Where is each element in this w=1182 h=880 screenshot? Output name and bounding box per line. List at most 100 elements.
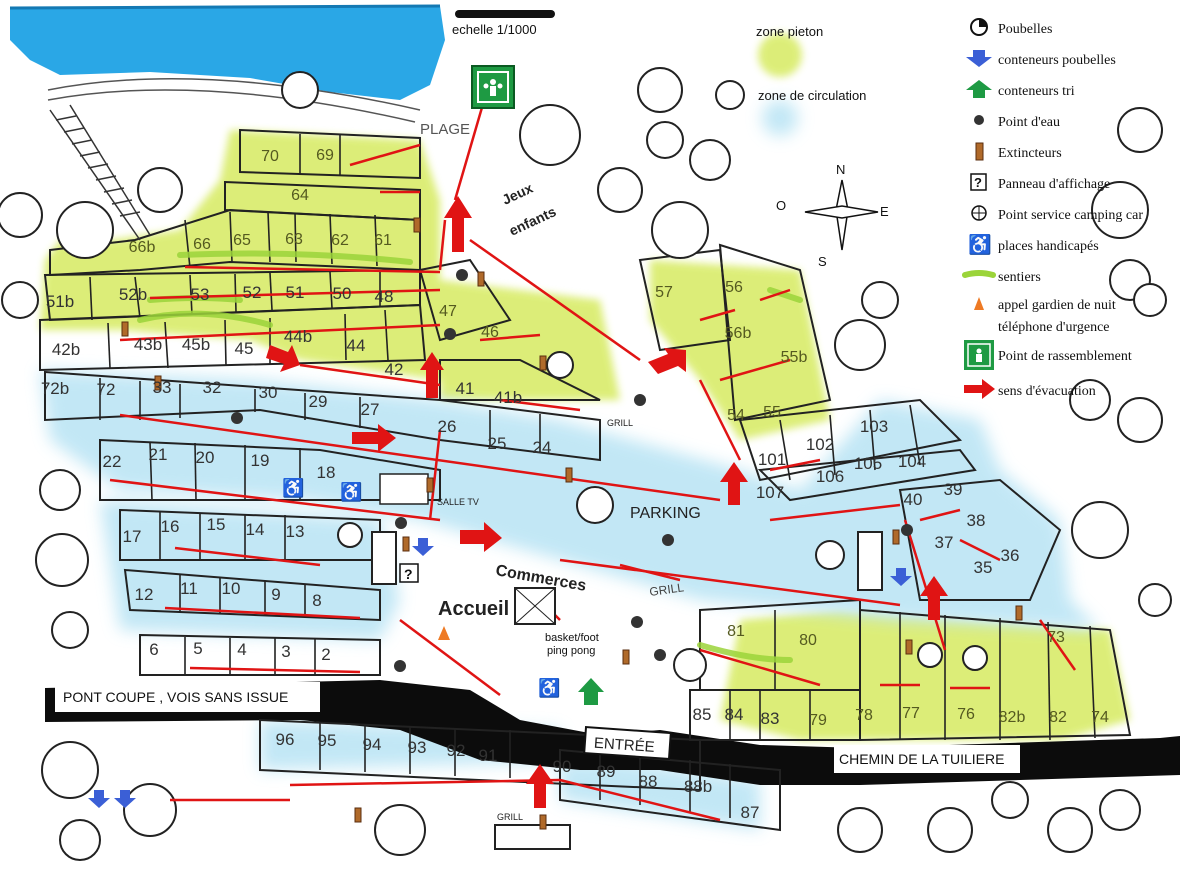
pitch-label-70: 70: [261, 148, 279, 165]
road-sign-bg: [834, 745, 1020, 773]
pitch-label-37: 37: [935, 533, 954, 552]
night-guard-icon-map: [438, 626, 450, 640]
compass: N S E O: [776, 162, 889, 269]
pitch-label-55: 55: [763, 404, 781, 421]
pitch-label-39: 39: [944, 480, 963, 499]
bridge-sign: PONT COUPE , VOIS SANS ISSUE: [63, 689, 288, 705]
evacuation-arrow-icon: [960, 378, 998, 405]
extinguishers: [121, 217, 1023, 830]
pitch-label-81: 81: [727, 623, 745, 640]
pitch-label-29: 29: [309, 392, 328, 411]
legend-label: places handicapés: [998, 238, 1099, 254]
pitch-label-52b: 52b: [119, 285, 147, 304]
legend-label: Point de rassemblement: [998, 349, 1132, 364]
pitch-label-36: 36: [1001, 546, 1020, 565]
pitch-label-12: 12: [135, 585, 154, 604]
legend-label: conteneurs tri: [998, 83, 1075, 99]
legend-item-path: sentiers: [960, 262, 1175, 293]
pitch-label-5: 5: [193, 639, 202, 658]
grill-label-2: GRILL: [648, 580, 685, 599]
grill-label-1: GRILL: [607, 418, 633, 428]
assembly-point-icon: [960, 339, 998, 376]
compass-e: E: [880, 204, 889, 219]
pitch-label-80: 80: [799, 632, 817, 649]
pitch-label-82b: 82b: [999, 709, 1026, 726]
legend-item-wheelchair: ♿ places handicapés: [960, 231, 1175, 262]
pitch-label-84: 84: [725, 705, 744, 724]
legend-label: téléphone d'urgence: [998, 320, 1110, 335]
scale-bar: [455, 10, 555, 18]
svg-text:♿: ♿: [968, 233, 992, 255]
svg-text:?: ?: [974, 175, 982, 190]
pitch-label-54: 54: [727, 407, 745, 424]
wheelchair-icon: ♿: [960, 233, 998, 260]
pitch-label-104: 104: [898, 452, 926, 471]
legend-item-water-point: Point d'eau: [960, 107, 1175, 138]
plot-outlines: [39, 128, 1132, 832]
pitch-label-56b: 56b: [725, 325, 752, 342]
legend-item-evacuation-arrow: sens d'évacuation: [960, 376, 1175, 407]
compass-w: O: [776, 198, 786, 213]
pitch-label-74: 74: [1091, 709, 1109, 726]
pitch-label-53: 53: [191, 285, 210, 304]
noticeboard-icon-map: ?: [399, 563, 419, 583]
pitch-label-65: 65: [233, 232, 251, 249]
pitch-label-46: 46: [481, 324, 499, 341]
legend-label: conteneurs poubelles: [998, 52, 1116, 68]
tv-room-label: SALLE TV: [437, 497, 479, 507]
extinguisher-icon: [960, 140, 998, 167]
pitch-label-13: 13: [286, 522, 305, 541]
pitch-label-94: 94: [363, 735, 382, 754]
building-left: [371, 531, 397, 585]
pitch-label-44b: 44b: [284, 327, 312, 346]
pitch-label-79: 79: [809, 712, 827, 729]
legend-item-night-guard: appel gardien de nuit: [960, 293, 1175, 318]
pitch-label-35: 35: [974, 558, 993, 577]
pitch-label-21: 21: [149, 445, 168, 464]
zone-traffic-label: zone de circulation: [758, 88, 866, 103]
bridge-sign-bg: [55, 682, 320, 712]
pitch-label-102: 102: [806, 435, 834, 454]
legend-label: Poubelles: [998, 21, 1053, 37]
pitch-label-45b: 45b: [182, 335, 210, 354]
pitch-label-83: 83: [761, 709, 780, 728]
sea: [10, 6, 445, 100]
compass-n: N: [836, 162, 845, 177]
pitch-label-87: 87: [741, 803, 760, 822]
pitch-label-38: 38: [967, 511, 986, 530]
pitch-label-92: 92: [447, 741, 466, 760]
pitch-label-44: 44: [347, 336, 366, 355]
wheelchair-icon-2: ♿: [340, 481, 362, 502]
pitch-label-52: 52: [243, 283, 262, 302]
wheelchair-icon-3: ♿: [538, 677, 560, 698]
pitch-label-24: 24: [533, 438, 552, 457]
pitch-label-26: 26: [438, 417, 457, 436]
pitch-label-91: 91: [479, 746, 498, 765]
pitch-label-82: 82: [1049, 709, 1067, 726]
pitch-label-9: 9: [271, 585, 280, 604]
pitch-label-106: 106: [816, 467, 844, 486]
pitch-label-42: 42: [385, 360, 404, 379]
pitch-label-88: 88: [639, 772, 658, 791]
pitch-label-19: 19: [251, 451, 270, 470]
legend-label: sentiers: [998, 269, 1041, 285]
pitch-label-96: 96: [276, 730, 295, 749]
pitch-label-6: 6: [149, 640, 158, 659]
reception-label: Accueil: [438, 598, 509, 620]
noticeboard-icon: ?: [960, 172, 998, 197]
pitch-label-55b: 55b: [781, 349, 808, 366]
pitch-label-107: 107: [756, 483, 784, 502]
entrance-sign: ENTRÉE: [583, 726, 672, 761]
pitch-label-76: 76: [957, 706, 975, 723]
legend-item-camper-service: Point service camping car: [960, 200, 1175, 231]
legend-item-extinguisher: Extincteurs: [960, 138, 1175, 169]
legend-item-green-arrow: conteneurs tri: [960, 76, 1175, 107]
games-label-1: Jeux: [500, 180, 536, 208]
pitch-label-61: 61: [374, 232, 392, 249]
water-points: [231, 269, 913, 672]
pitch-label-3: 3: [281, 642, 290, 661]
pitch-label-66b: 66b: [129, 239, 156, 256]
camper-service-icon: [960, 203, 998, 228]
legend-label: Point d'eau: [998, 114, 1061, 130]
